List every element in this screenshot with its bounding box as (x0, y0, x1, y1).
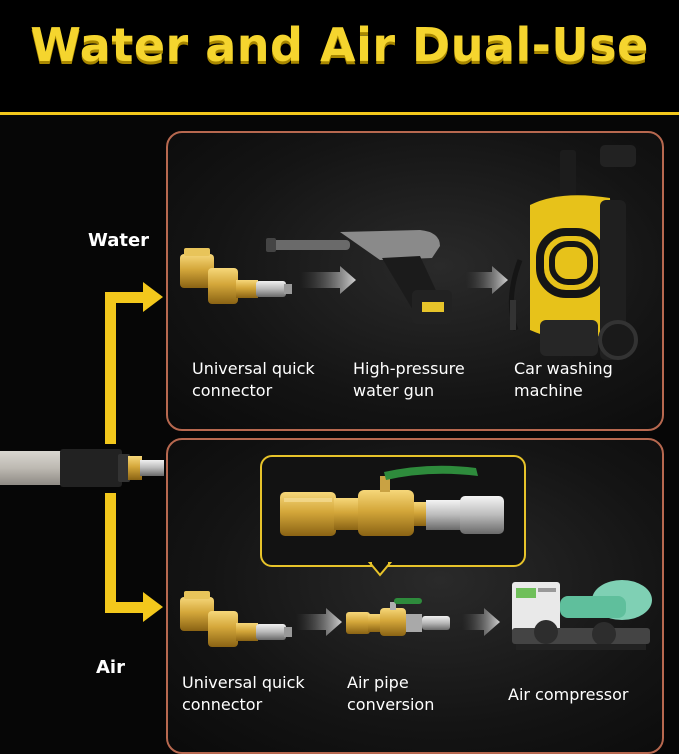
hose-connector-icon (0, 449, 164, 487)
air-pipe-conversion-icon (346, 598, 450, 636)
water-item-label: Car washing machine (514, 359, 613, 400)
flow-arrow-icon (466, 266, 508, 294)
page-title: Water and Air Dual-Use (30, 18, 649, 72)
air-compressor-icon (512, 580, 652, 650)
water-label: Water (88, 230, 150, 251)
air-label: Air (96, 657, 125, 678)
flow-arrow-icon (296, 608, 342, 636)
water-gun-icon (266, 230, 452, 324)
branch-arrows (105, 282, 163, 622)
title-divider (0, 112, 679, 115)
water-item-label: High-pressure water gun (353, 359, 465, 400)
pressure-washer-icon (508, 145, 638, 360)
air-item-label: Air pipe conversion (347, 673, 435, 714)
header-band (0, 0, 679, 112)
ball-valve-assembly-icon (280, 465, 504, 536)
water-item-label: Universal quick connector (192, 359, 315, 400)
quick-connector-icon (180, 591, 292, 647)
quick-connector-icon (180, 248, 292, 304)
flow-arrow-icon (462, 608, 500, 636)
air-item-label: Universal quick connector (182, 673, 305, 714)
flow-arrow-icon (300, 266, 356, 294)
air-item-label: Air compressor (508, 685, 629, 704)
